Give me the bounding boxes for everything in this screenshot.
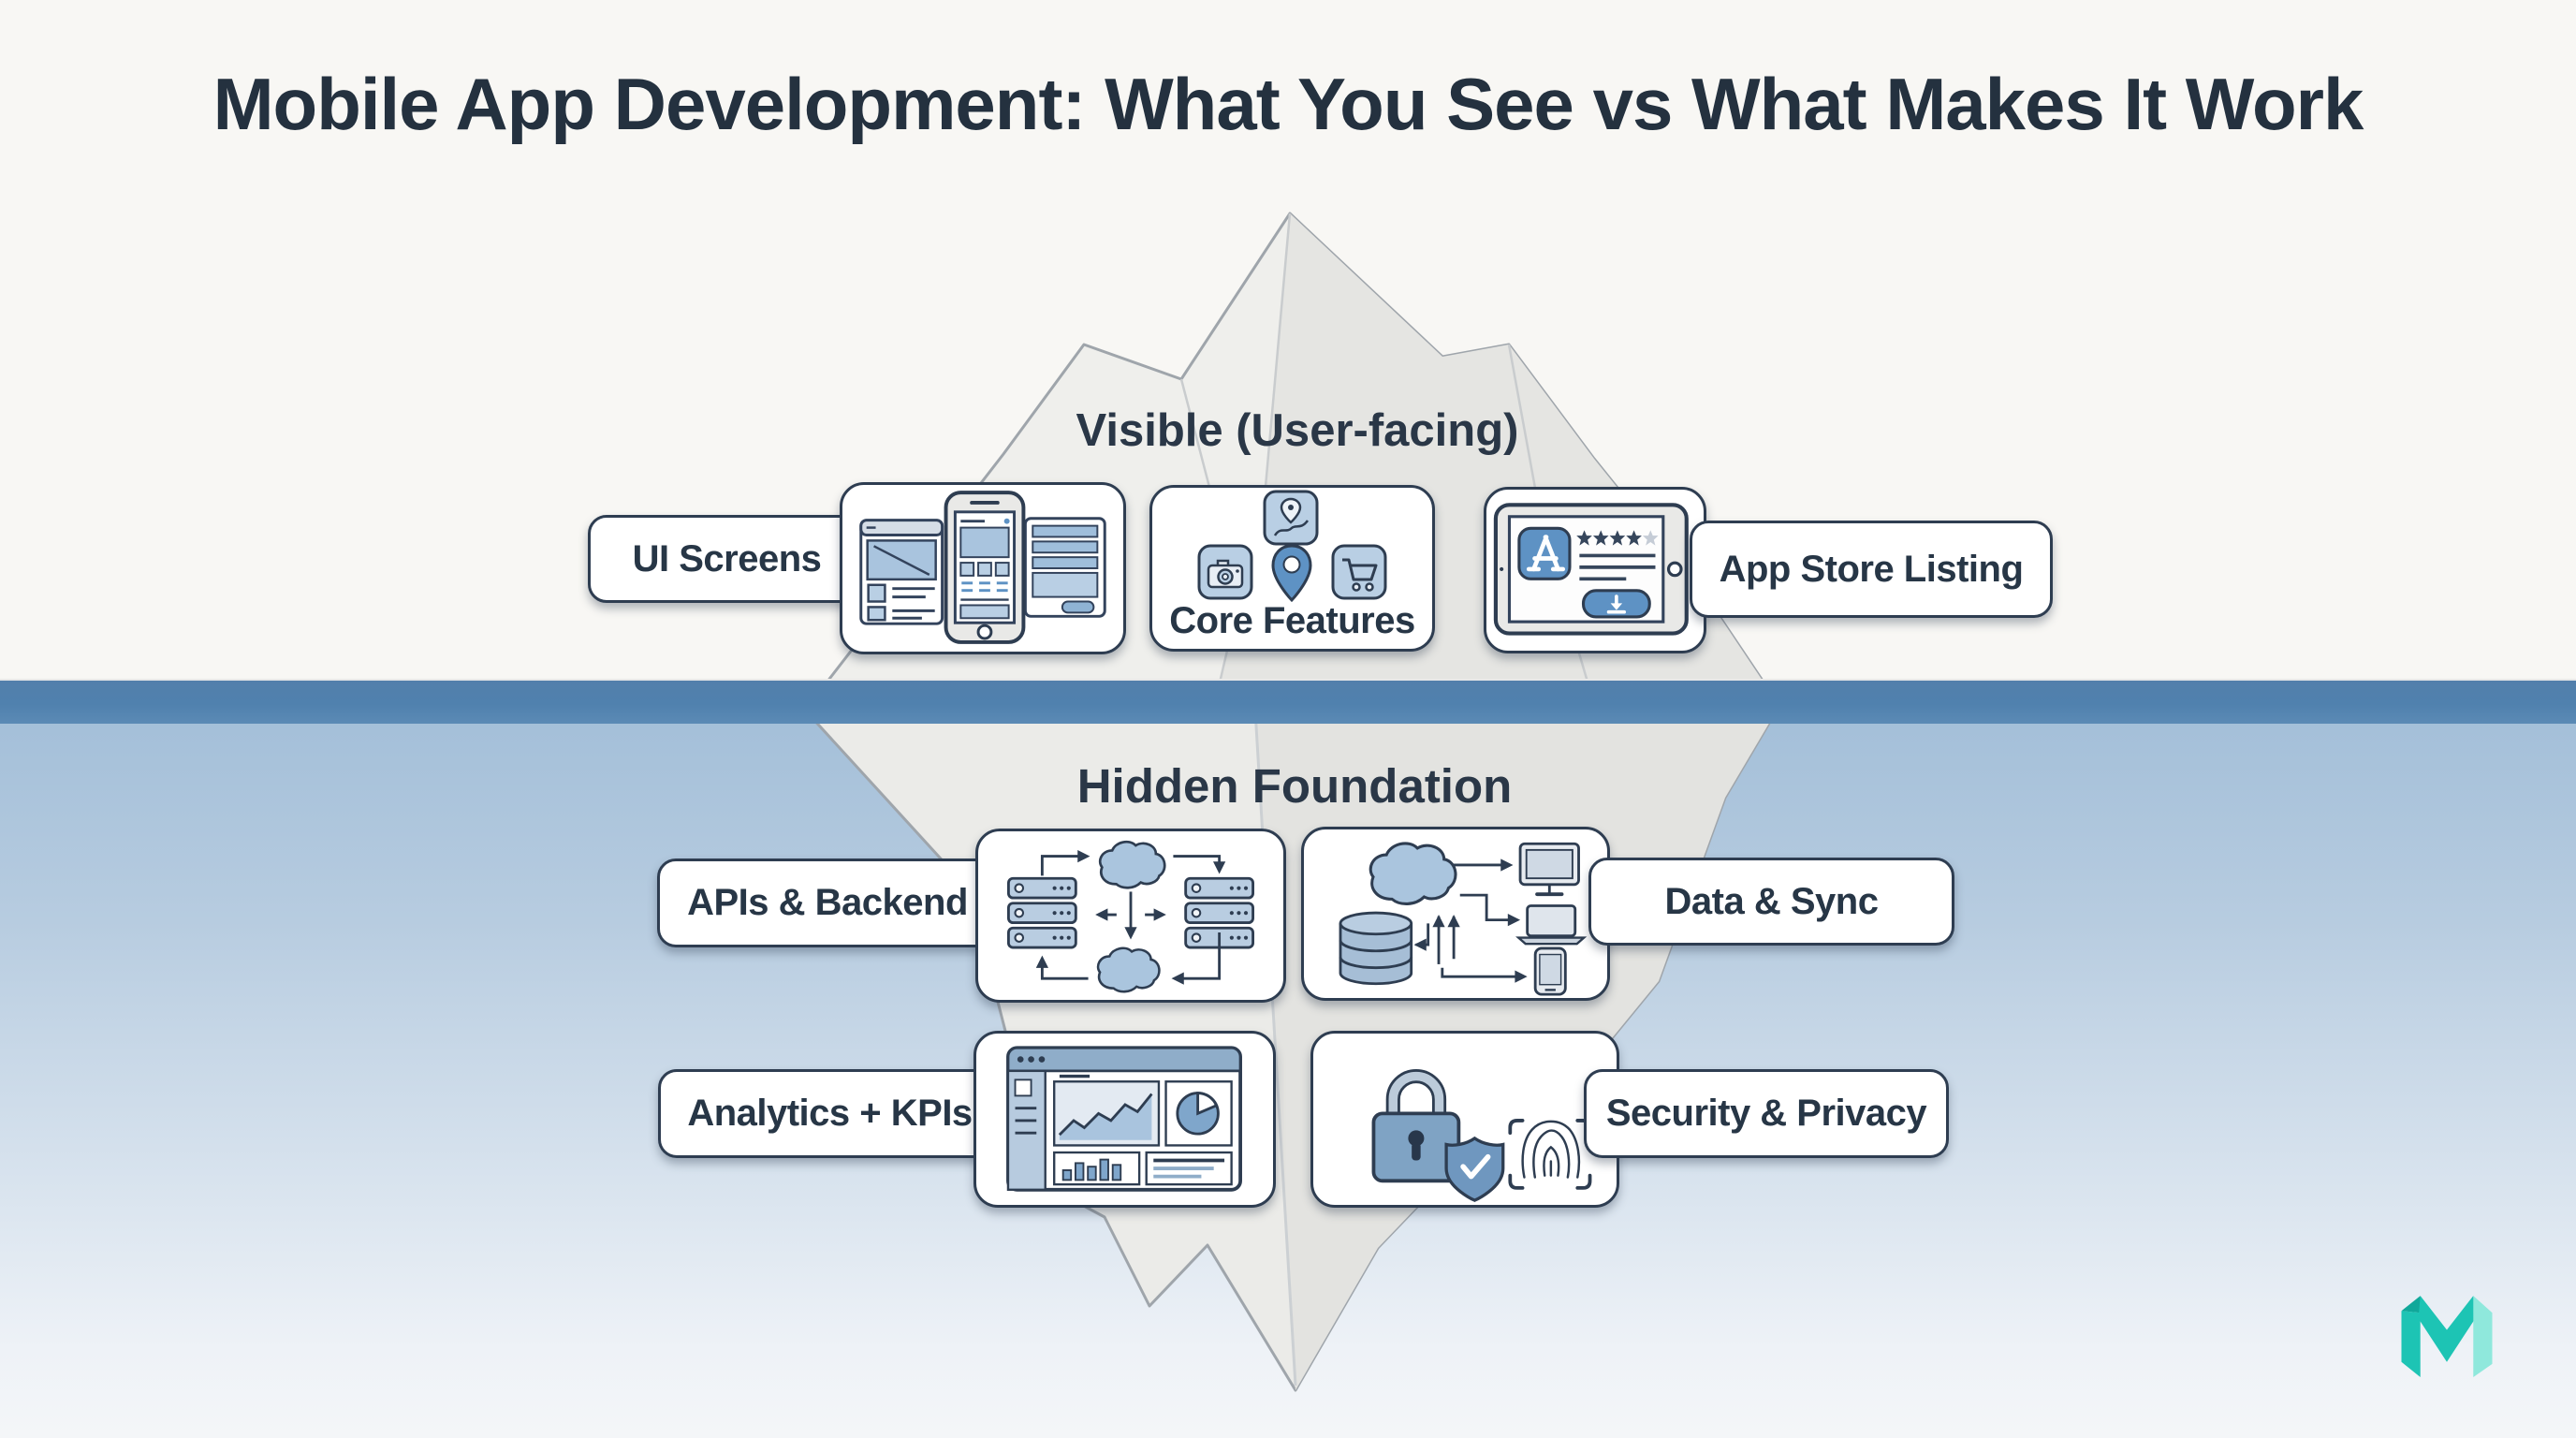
ui-screens-label: UI Screens xyxy=(588,515,866,603)
analytics-kpis-label-text: Analytics + KPIs xyxy=(687,1093,973,1134)
core-features-card: Core Features xyxy=(1149,485,1435,652)
map-icon xyxy=(1263,490,1319,546)
analytics-kpis-label: Analytics + KPIs xyxy=(658,1069,1002,1158)
app-store-listing-label-text: App Store Listing xyxy=(1719,548,2024,590)
location-pin-icon xyxy=(1271,544,1312,603)
data-sync-label-text: Data & Sync xyxy=(1664,880,1879,922)
apis-backend-label-text: APIs & Backend xyxy=(687,882,968,923)
line-chart-icon xyxy=(1053,1080,1161,1147)
bar-chart-icon xyxy=(1053,1151,1141,1186)
ui-screens-label-text: UI Screens xyxy=(632,537,822,580)
star-rating xyxy=(1576,530,1659,546)
cloud-top-icon xyxy=(1098,840,1166,889)
dashboard-charts-icon xyxy=(1006,1046,1242,1192)
data-sync-label: Data & Sync xyxy=(1588,858,1954,946)
security-privacy-label-text: Security & Privacy xyxy=(1605,1093,1927,1134)
phone-icon xyxy=(1533,946,1567,996)
visible-section-heading: Visible (User-facing) xyxy=(1076,405,1519,456)
clouds-servers-cycle-icon xyxy=(1006,840,1255,993)
padlock-shield-fingerprint-icon xyxy=(1371,1069,1592,1202)
shopping-cart-icon xyxy=(1331,544,1387,600)
camera-icon xyxy=(1197,544,1253,600)
security-privacy-label: Security & Privacy xyxy=(1584,1069,1949,1158)
laptop-icon xyxy=(1515,904,1588,946)
core-features-icons xyxy=(1197,490,1387,603)
m-logo xyxy=(2401,1296,2493,1377)
app-store-card xyxy=(1484,487,1706,653)
iceberg-underwater-crease xyxy=(1252,694,1297,1387)
shield-check-icon xyxy=(1444,1136,1505,1202)
waterline-band xyxy=(0,679,2576,724)
data-sync-card xyxy=(1301,827,1610,1001)
ui-screens-card xyxy=(840,482,1126,654)
app-store-listing-label: App Store Listing xyxy=(1690,521,2053,618)
cloud-bottom-icon xyxy=(1096,946,1161,993)
phone-wireframes-icon xyxy=(859,491,1106,644)
core-features-label-text: Core Features xyxy=(1169,600,1415,641)
security-card xyxy=(1310,1031,1619,1208)
page-title: Mobile App Development: What You See vs … xyxy=(212,63,2364,145)
analytics-card xyxy=(973,1031,1276,1208)
app-store-a-glyph xyxy=(1526,535,1566,572)
cloud-icon xyxy=(1368,842,1457,905)
apis-backend-card xyxy=(975,829,1286,1003)
desktop-icon xyxy=(1518,842,1580,897)
cloud-database-devices-icon xyxy=(1339,842,1588,996)
database-icon xyxy=(1339,911,1413,986)
pie-chart-icon xyxy=(1164,1080,1233,1147)
report-lines-icon xyxy=(1145,1151,1233,1186)
app-store-tablet-icon xyxy=(1493,503,1689,636)
fingerprint-icon xyxy=(1508,1119,1592,1190)
apis-backend-label: APIs & Backend xyxy=(657,858,998,947)
hidden-section-heading: Hidden Foundation xyxy=(1076,759,1513,813)
padlock-icon xyxy=(1371,1069,1461,1183)
